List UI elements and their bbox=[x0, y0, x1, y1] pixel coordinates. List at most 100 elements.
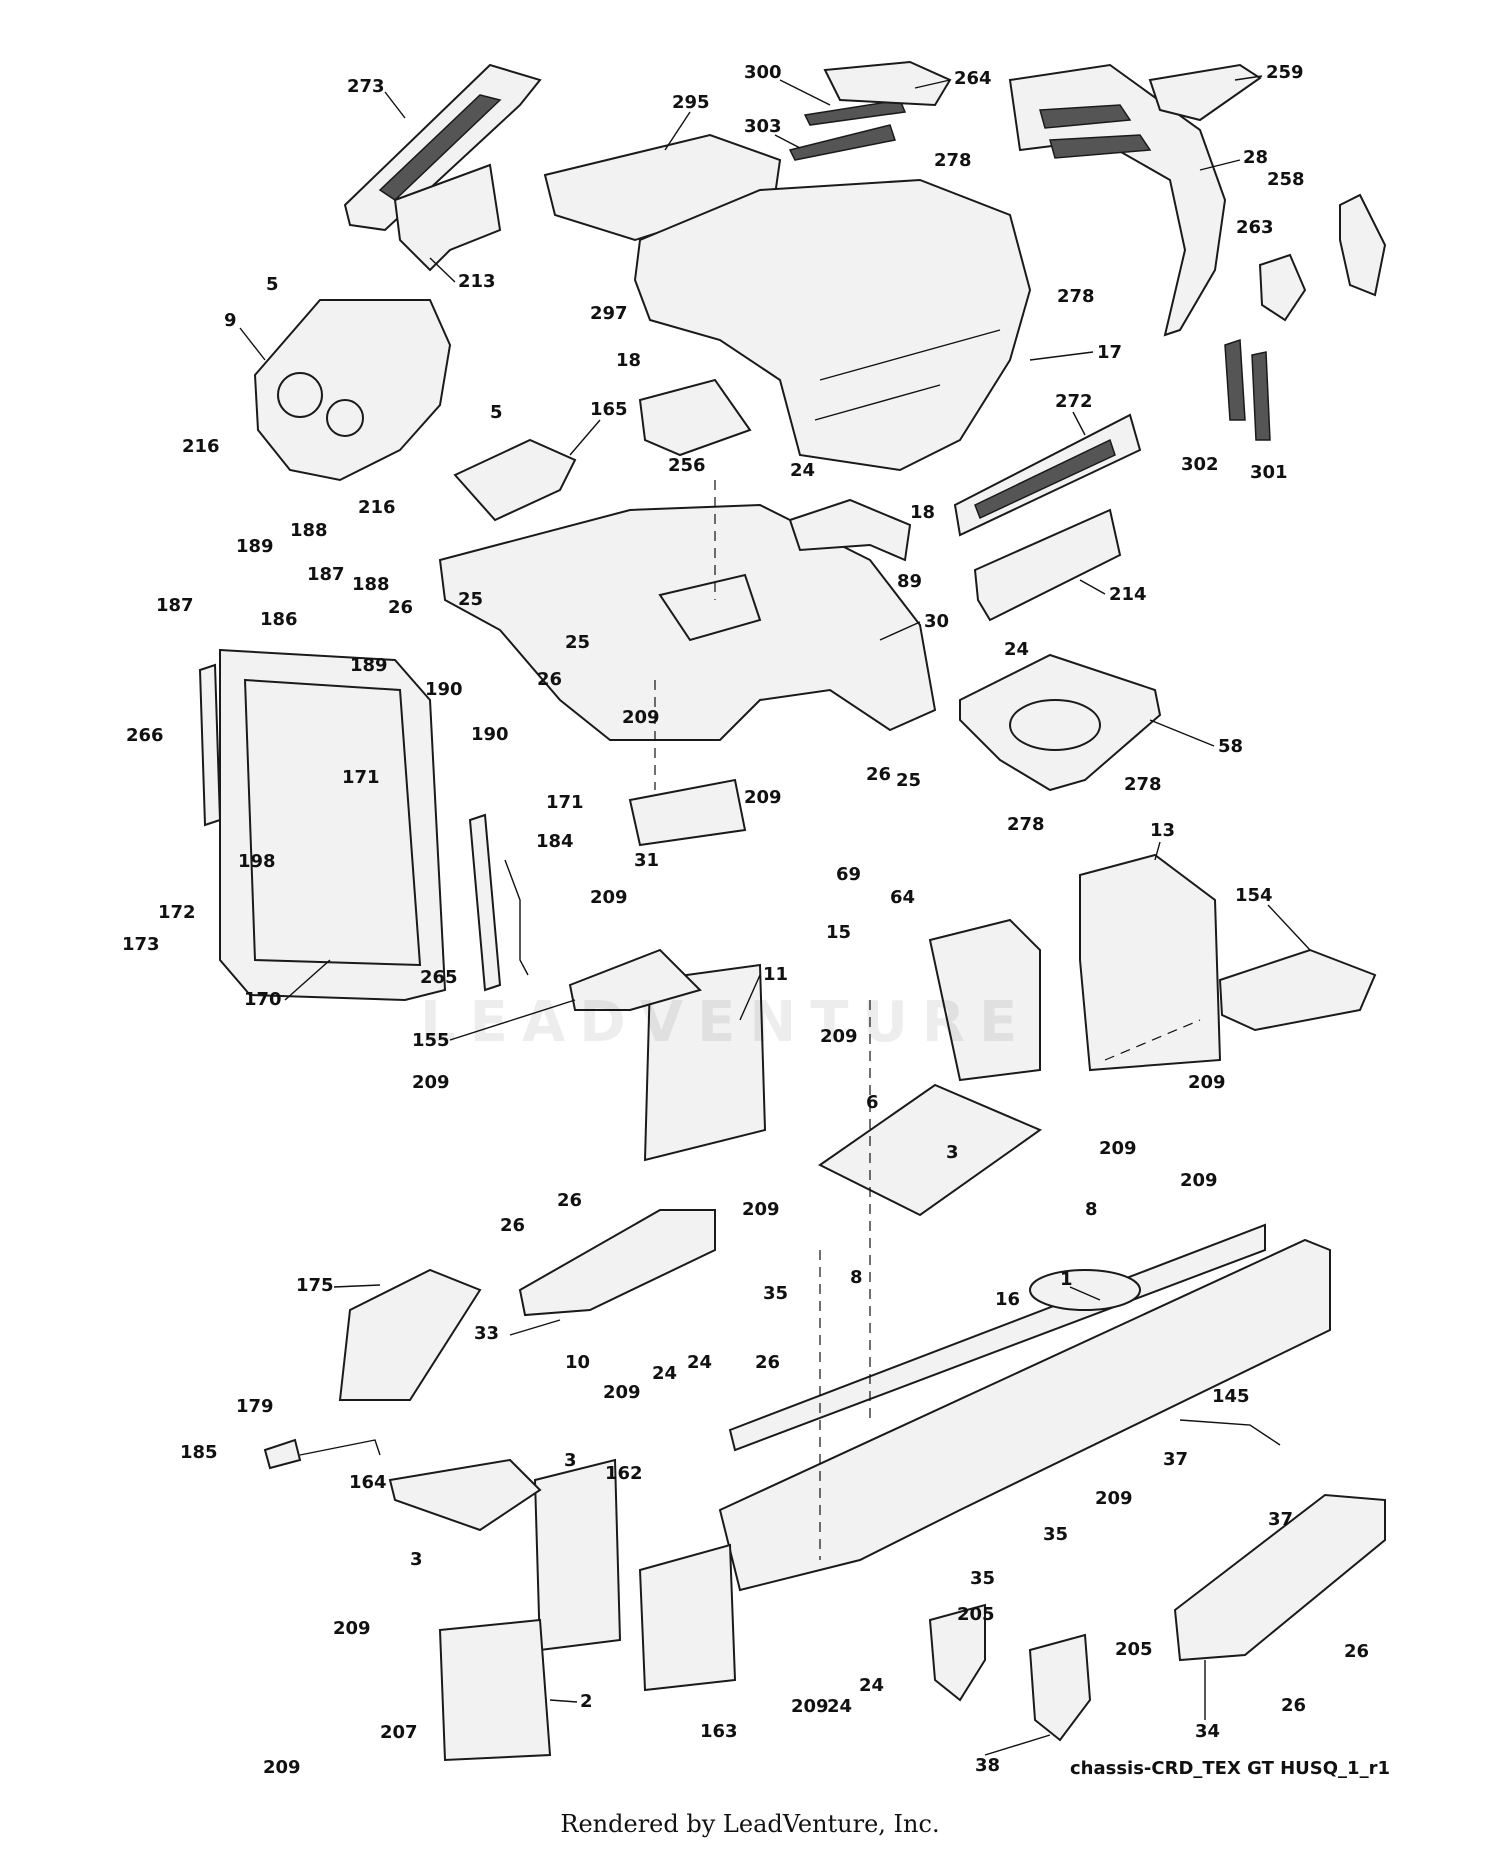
part-9-dash bbox=[253, 299, 452, 482]
part-1-main-frame bbox=[718, 1238, 1331, 1592]
part-264-trim bbox=[823, 60, 952, 107]
callout-278-2: 278 bbox=[1057, 286, 1095, 307]
part-170-inner bbox=[243, 678, 422, 967]
callout-2: 2 bbox=[580, 1691, 593, 1712]
callout-35: 35 bbox=[763, 1283, 788, 1304]
leader-264 bbox=[914, 79, 951, 89]
part-175-cover bbox=[338, 1268, 482, 1401]
callout-295: 295 bbox=[672, 92, 710, 113]
callout-263: 263 bbox=[1236, 217, 1274, 238]
callout-26-4: 26 bbox=[557, 1190, 582, 1211]
render-credit: Rendered by LeadVenture, Inc. bbox=[560, 1810, 940, 1838]
callout-209-2: 209 bbox=[744, 787, 782, 808]
callout-172: 172 bbox=[158, 902, 196, 923]
callout-25: 25 bbox=[458, 589, 483, 610]
part-205-bracket-right bbox=[1028, 1633, 1092, 1742]
callout-3-2: 3 bbox=[564, 1450, 577, 1471]
callout-209-14: 209 bbox=[263, 1757, 301, 1778]
callout-171-2: 171 bbox=[546, 792, 584, 813]
part-165-panel bbox=[453, 438, 577, 522]
callout-26-5: 26 bbox=[500, 1215, 525, 1236]
part-89-handle bbox=[788, 498, 912, 562]
callout-5-2: 5 bbox=[490, 402, 503, 423]
leader-11 bbox=[739, 974, 761, 1021]
callout-155: 155 bbox=[412, 1030, 450, 1051]
part-256-cover bbox=[638, 378, 752, 457]
callout-188-2: 188 bbox=[352, 574, 390, 595]
leader-33 bbox=[509, 1319, 561, 1336]
part-155-bracket bbox=[568, 948, 702, 1011]
callout-64: 64 bbox=[890, 887, 915, 908]
callout-35-3: 35 bbox=[970, 1568, 995, 1589]
part-266-rail bbox=[198, 663, 222, 827]
dash-gauge bbox=[277, 372, 323, 418]
leader-300 bbox=[779, 79, 831, 106]
callout-187: 187 bbox=[307, 564, 345, 585]
callout-8: 8 bbox=[1085, 1199, 1098, 1220]
leader-155 bbox=[449, 999, 576, 1041]
part-303-mesh bbox=[788, 124, 896, 161]
part-17-hood bbox=[633, 178, 1032, 472]
leader-295 bbox=[664, 111, 691, 151]
callout-30: 30 bbox=[924, 611, 949, 632]
part-11-plate bbox=[643, 963, 767, 1162]
leader-154 bbox=[1267, 904, 1311, 951]
leader-214 bbox=[1079, 579, 1106, 595]
part-213-bracket bbox=[393, 163, 502, 272]
leader-2 bbox=[549, 1699, 578, 1703]
part-273-mesh bbox=[378, 94, 502, 201]
part-263-housing bbox=[1258, 253, 1307, 322]
callout-190-2: 190 bbox=[471, 724, 509, 745]
callout-89: 89 bbox=[897, 571, 922, 592]
part-33-footrest bbox=[518, 1209, 716, 1317]
callout-24: 24 bbox=[790, 460, 815, 481]
callout-207: 207 bbox=[380, 1722, 418, 1743]
callout-209-7: 209 bbox=[1099, 1138, 1137, 1159]
leader-13 bbox=[1154, 841, 1161, 861]
callout-165: 165 bbox=[590, 399, 628, 420]
callout-24-4: 24 bbox=[687, 1352, 712, 1373]
callout-6: 6 bbox=[866, 1092, 879, 1113]
callout-17: 17 bbox=[1097, 342, 1122, 363]
callout-26-8: 26 bbox=[1281, 1695, 1306, 1716]
callout-198: 198 bbox=[238, 851, 276, 872]
leader-259 bbox=[1234, 75, 1263, 81]
callout-24-3: 24 bbox=[652, 1363, 677, 1384]
leader-165 bbox=[569, 419, 601, 456]
callout-175: 175 bbox=[296, 1275, 334, 1296]
part-154-bracket bbox=[1218, 948, 1377, 1032]
part-28-slots bbox=[1039, 104, 1152, 159]
leader-30 bbox=[879, 621, 921, 641]
rear-panel-opening bbox=[1009, 699, 1101, 751]
leader-9 bbox=[239, 327, 266, 361]
callout-190: 190 bbox=[425, 679, 463, 700]
callout-16: 16 bbox=[995, 1289, 1020, 1310]
callout-164: 164 bbox=[349, 1472, 387, 1493]
part-272-mesh bbox=[974, 438, 1116, 520]
callout-11: 11 bbox=[763, 964, 788, 985]
callout-302: 302 bbox=[1181, 454, 1219, 475]
callout-labels: 273 300 264 259 295 303 278 28 258 263 2… bbox=[122, 62, 1369, 1778]
callout-264: 264 bbox=[954, 68, 992, 89]
callout-272: 272 bbox=[1055, 391, 1093, 412]
callout-9: 9 bbox=[224, 310, 237, 331]
callout-145: 145 bbox=[1212, 1386, 1250, 1407]
leader-170 bbox=[284, 959, 331, 1001]
callout-33: 33 bbox=[474, 1323, 499, 1344]
callout-209-9: 209 bbox=[742, 1199, 780, 1220]
callout-34: 34 bbox=[1195, 1721, 1220, 1742]
part-145-rod bbox=[1179, 1419, 1281, 1446]
callout-24-5: 24 bbox=[827, 1696, 852, 1717]
callout-38: 38 bbox=[975, 1755, 1000, 1776]
callout-189: 189 bbox=[236, 536, 274, 557]
part-164-bracket bbox=[388, 1458, 542, 1532]
diagram-code: chassis-CRD_TEX GT HUSQ_1_r1 bbox=[1069, 1758, 1390, 1779]
callout-256: 256 bbox=[668, 455, 706, 476]
callout-278-3: 278 bbox=[1124, 774, 1162, 795]
callout-205: 205 bbox=[957, 1604, 995, 1625]
part-302-strip bbox=[1224, 338, 1246, 421]
callout-163: 163 bbox=[700, 1721, 738, 1742]
callout-13: 13 bbox=[1150, 820, 1175, 841]
part-31-bracket bbox=[628, 778, 747, 847]
